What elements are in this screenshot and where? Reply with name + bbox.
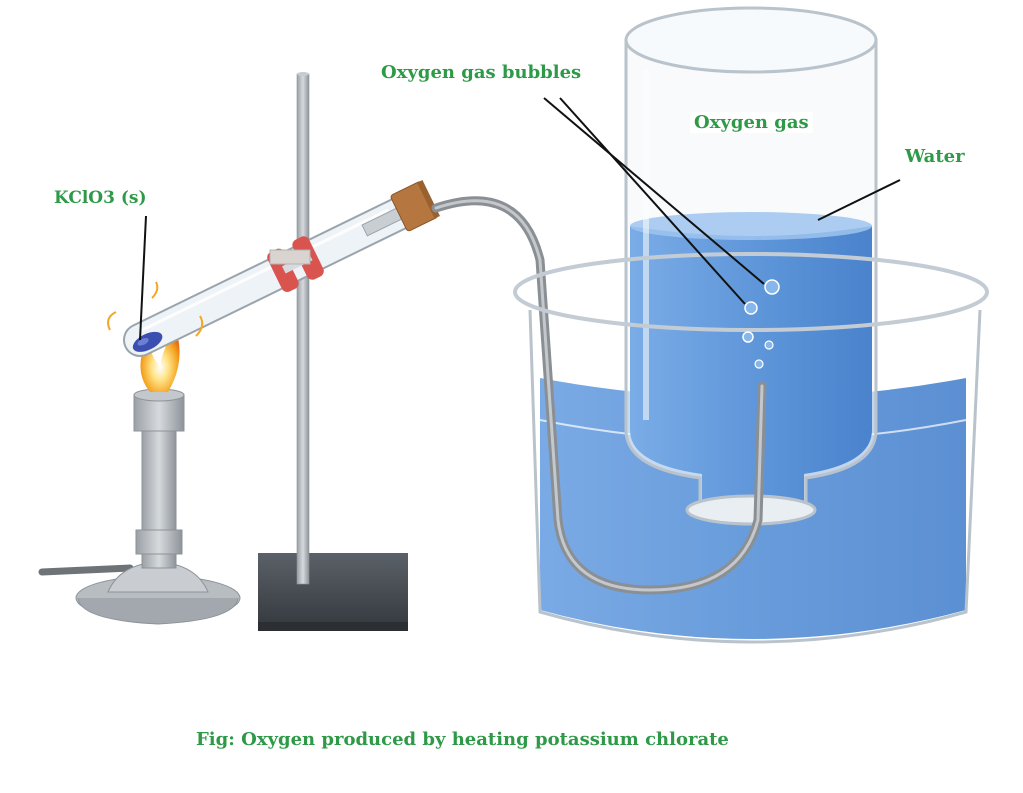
jar-water [630,226,872,506]
leader-lines [139,97,901,341]
stand-base [258,553,408,631]
label-oxygen-gas: Oxygen gas [690,112,813,133]
bubble [764,340,774,350]
bubble [742,331,754,343]
bubble [744,301,758,315]
gas-hose [38,564,134,576]
oxygen-bubbles [742,279,780,369]
figure-caption: Fig: Oxygen produced by heating potassiu… [196,729,729,750]
label-water: Water [905,146,965,167]
test-tube [123,179,440,357]
leader-bubble-1 [543,97,765,285]
stand-rod [296,73,310,585]
bubble [754,359,764,369]
label-kclo3: KClO3 (s) [54,188,147,208]
leader-water [817,179,901,221]
leader-bubble-2 [559,97,746,305]
flame [140,330,180,392]
bubble [764,279,780,295]
bunsen-burner [38,330,241,625]
trough-rim [513,252,989,332]
label-oxygen-bubbles: Oxygen gas bubbles [381,62,582,83]
clamp-arm [269,249,311,265]
ring-stand [258,72,408,631]
gas-jar [624,6,878,526]
leader-kclo3 [139,215,147,341]
